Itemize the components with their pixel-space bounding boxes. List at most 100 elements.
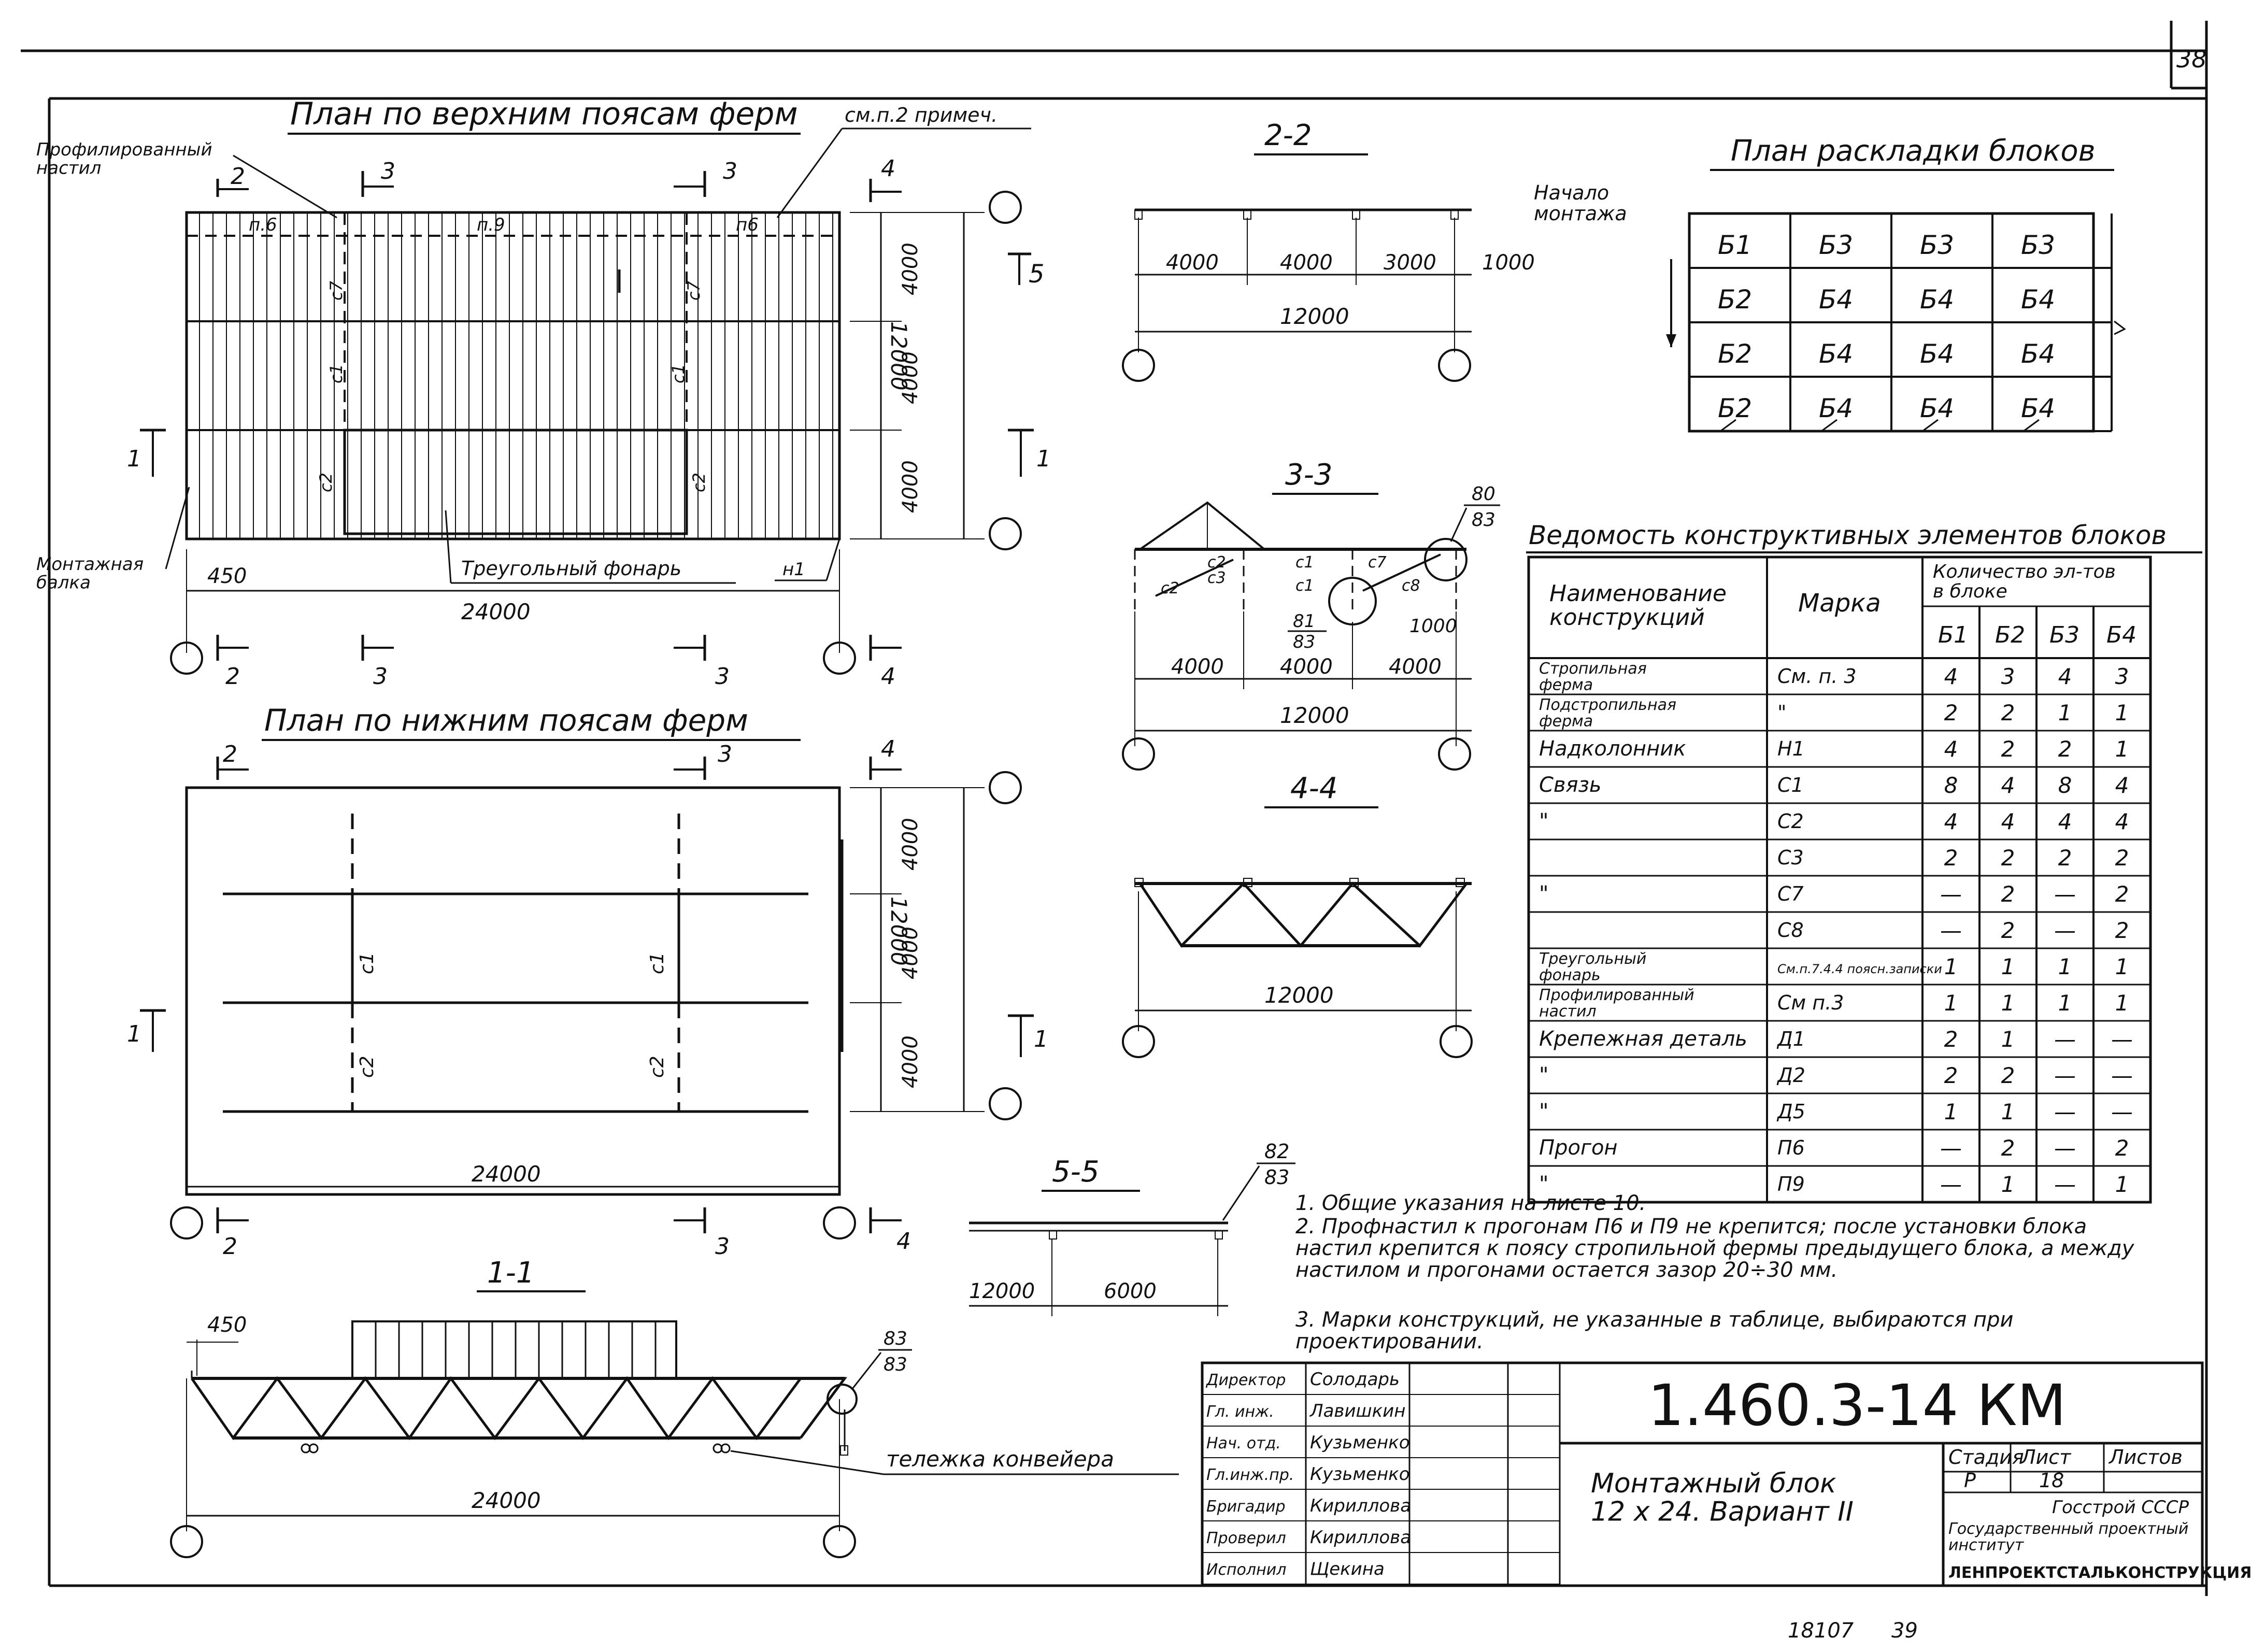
section-mark-label: 4 bbox=[881, 155, 895, 182]
section-mark-label: 3 bbox=[723, 158, 737, 184]
section-title: 5-5 bbox=[1052, 1155, 1099, 1189]
block-cell: Б4 bbox=[1920, 284, 1954, 315]
staff-role: Проверил bbox=[1206, 1529, 1286, 1547]
top-plan-title: План по верхним поясам ферм bbox=[290, 96, 798, 132]
schedule-qty: 1 bbox=[2058, 990, 2072, 1016]
schedule-qty: 2 bbox=[2001, 1135, 2015, 1161]
schedule-name: Связь bbox=[1539, 773, 1601, 797]
schedule-title: Ведомость конструктивных элементов блоко… bbox=[1529, 520, 2167, 550]
schedule-mark: С7 bbox=[1777, 882, 1804, 905]
schedule-qty: 2 bbox=[2115, 1135, 2129, 1161]
dim-offset: 450 bbox=[207, 564, 247, 588]
label-conveyor: тележка конвейера bbox=[886, 1446, 1114, 1472]
archive-number: 18107 bbox=[1788, 1619, 1854, 1643]
schedule-qty: 2 bbox=[2001, 881, 2015, 907]
schedule-name: " bbox=[1539, 809, 1548, 833]
staff-role: Директор bbox=[1205, 1371, 1286, 1389]
header-block: Б2 bbox=[1995, 622, 2025, 648]
block-cell: Б4 bbox=[1819, 284, 1853, 315]
schedule-mark: П6 bbox=[1777, 1136, 1805, 1159]
section-mark-label: 3 bbox=[381, 158, 395, 184]
section-4-4: 4-4 12000 bbox=[1122, 772, 1473, 1058]
page-number: 39 bbox=[1891, 1619, 1918, 1643]
block-cell: Б3 bbox=[2021, 230, 2055, 260]
schedule-mark: С1 bbox=[1777, 774, 1804, 796]
staff-role: Бригадир bbox=[1206, 1498, 1286, 1516]
bracing-label: с2 bbox=[357, 1056, 378, 1078]
schedule-mark: См.п.7.4.4 поясн.записки bbox=[1777, 962, 1942, 976]
staff-name: Кузьменко bbox=[1310, 1432, 1410, 1453]
schedule-qty: 3 bbox=[2001, 664, 2015, 689]
staff-role: Исполнил bbox=[1206, 1561, 1286, 1579]
stage-label: Стадия bbox=[1948, 1446, 2024, 1469]
section-mark-label: 4 bbox=[896, 1228, 911, 1255]
block-cell: Б2 bbox=[1718, 339, 1752, 369]
schedule: Ведомость конструктивных элементов блоко… bbox=[1526, 520, 2202, 1204]
schedule-qty: — bbox=[2054, 1063, 2076, 1088]
schedule-mark: Д2 bbox=[1776, 1064, 1805, 1087]
schedule-qty: 8 bbox=[2058, 773, 2072, 798]
dim-total: 12000 bbox=[1264, 982, 1334, 1008]
block-cell: Б4 bbox=[1819, 393, 1853, 423]
schedule-name: " bbox=[1539, 1063, 1548, 1087]
section-mark-label: 2 bbox=[231, 163, 245, 190]
schedule-qty: 1 bbox=[2058, 954, 2072, 979]
dim-total: 12000 bbox=[1280, 703, 1349, 728]
schedule-qty: 1 bbox=[2001, 1027, 2015, 1052]
schedule-qty: — bbox=[2054, 1099, 2076, 1124]
section-mark-label: 3 bbox=[715, 663, 730, 690]
schedule-qty: 1 bbox=[2001, 1099, 2015, 1124]
sheet-value: 18 bbox=[2039, 1469, 2064, 1492]
section-1-1: 1-1 450 83 83 тележка конвейера 24000 bbox=[170, 1256, 1179, 1558]
section-mark-label: 4 bbox=[881, 663, 895, 690]
block-cell: Б4 bbox=[2021, 339, 2055, 369]
schedule-mark: С8 bbox=[1777, 919, 1804, 942]
section-mark-label: 5 bbox=[1029, 260, 1045, 289]
note: 2. Профнастил к прогонам П6 и П9 не креп… bbox=[1295, 1215, 2135, 1282]
note: 3. Марки конструкций, не указанные в таб… bbox=[1295, 1308, 2014, 1354]
schedule-qty: 4 bbox=[2001, 773, 2015, 798]
schedule-qty: 4 bbox=[2115, 809, 2129, 834]
section-title: 3-3 bbox=[1285, 458, 1332, 492]
schedule-qty: 2 bbox=[2001, 845, 2015, 871]
dim-offset: 450 bbox=[207, 1313, 247, 1337]
schedule-name: Крепежная деталь bbox=[1539, 1027, 1747, 1051]
node-ref-mid-top: 81 bbox=[1293, 611, 1315, 632]
section-mark-label: 3 bbox=[715, 1233, 730, 1260]
schedule-name: Надколонник bbox=[1539, 737, 1686, 761]
purlin-label: п.9 bbox=[477, 215, 505, 235]
dim-label: 4000 bbox=[1280, 655, 1333, 679]
section-mark-label: 3 bbox=[718, 741, 732, 767]
schedule-qty: 1 bbox=[2115, 1172, 2129, 1197]
bracing-label: с2 bbox=[1161, 579, 1179, 597]
schedule-qty: 2 bbox=[2115, 881, 2129, 907]
bracing-label: с1 bbox=[1295, 577, 1314, 595]
dim-total-h: 24000 bbox=[472, 1161, 541, 1187]
block-layout-title: План раскладки блоков bbox=[1731, 134, 2096, 168]
dim-label: 4000 bbox=[899, 460, 922, 513]
block-cell: Б4 bbox=[1819, 339, 1853, 369]
dim-label: 4000 bbox=[899, 243, 922, 295]
schedule-qty: — bbox=[1940, 918, 1962, 943]
bracing-label: с7 bbox=[1368, 553, 1387, 572]
dim-label: 4000 bbox=[1166, 251, 1219, 275]
node-ref-bottom: 83 bbox=[884, 1354, 907, 1375]
block-cell: Б1 bbox=[1718, 230, 1752, 260]
schedule-qty: — bbox=[2054, 1135, 2076, 1161]
bracing-label: с2 bbox=[689, 473, 709, 492]
schedule-mark: См. п. 3 bbox=[1777, 665, 1857, 688]
section-3-3: 3-3 с2 с3 с2 с1 с7 с1 с8 80 83 81 83 100… bbox=[1122, 458, 1500, 771]
section-mark-label: 2 bbox=[223, 1233, 237, 1260]
dim-label: 1000 bbox=[1482, 251, 1535, 275]
schedule-qty: 2 bbox=[2058, 736, 2072, 762]
schedule-mark: См п.3 bbox=[1777, 991, 1844, 1014]
note: 1. Общие указания на листе 10. bbox=[1295, 1191, 1646, 1215]
schedule-mark: Д5 bbox=[1776, 1100, 1805, 1123]
section-mark-label: 1 bbox=[127, 446, 141, 472]
bracing-label: с8 bbox=[1402, 577, 1420, 595]
